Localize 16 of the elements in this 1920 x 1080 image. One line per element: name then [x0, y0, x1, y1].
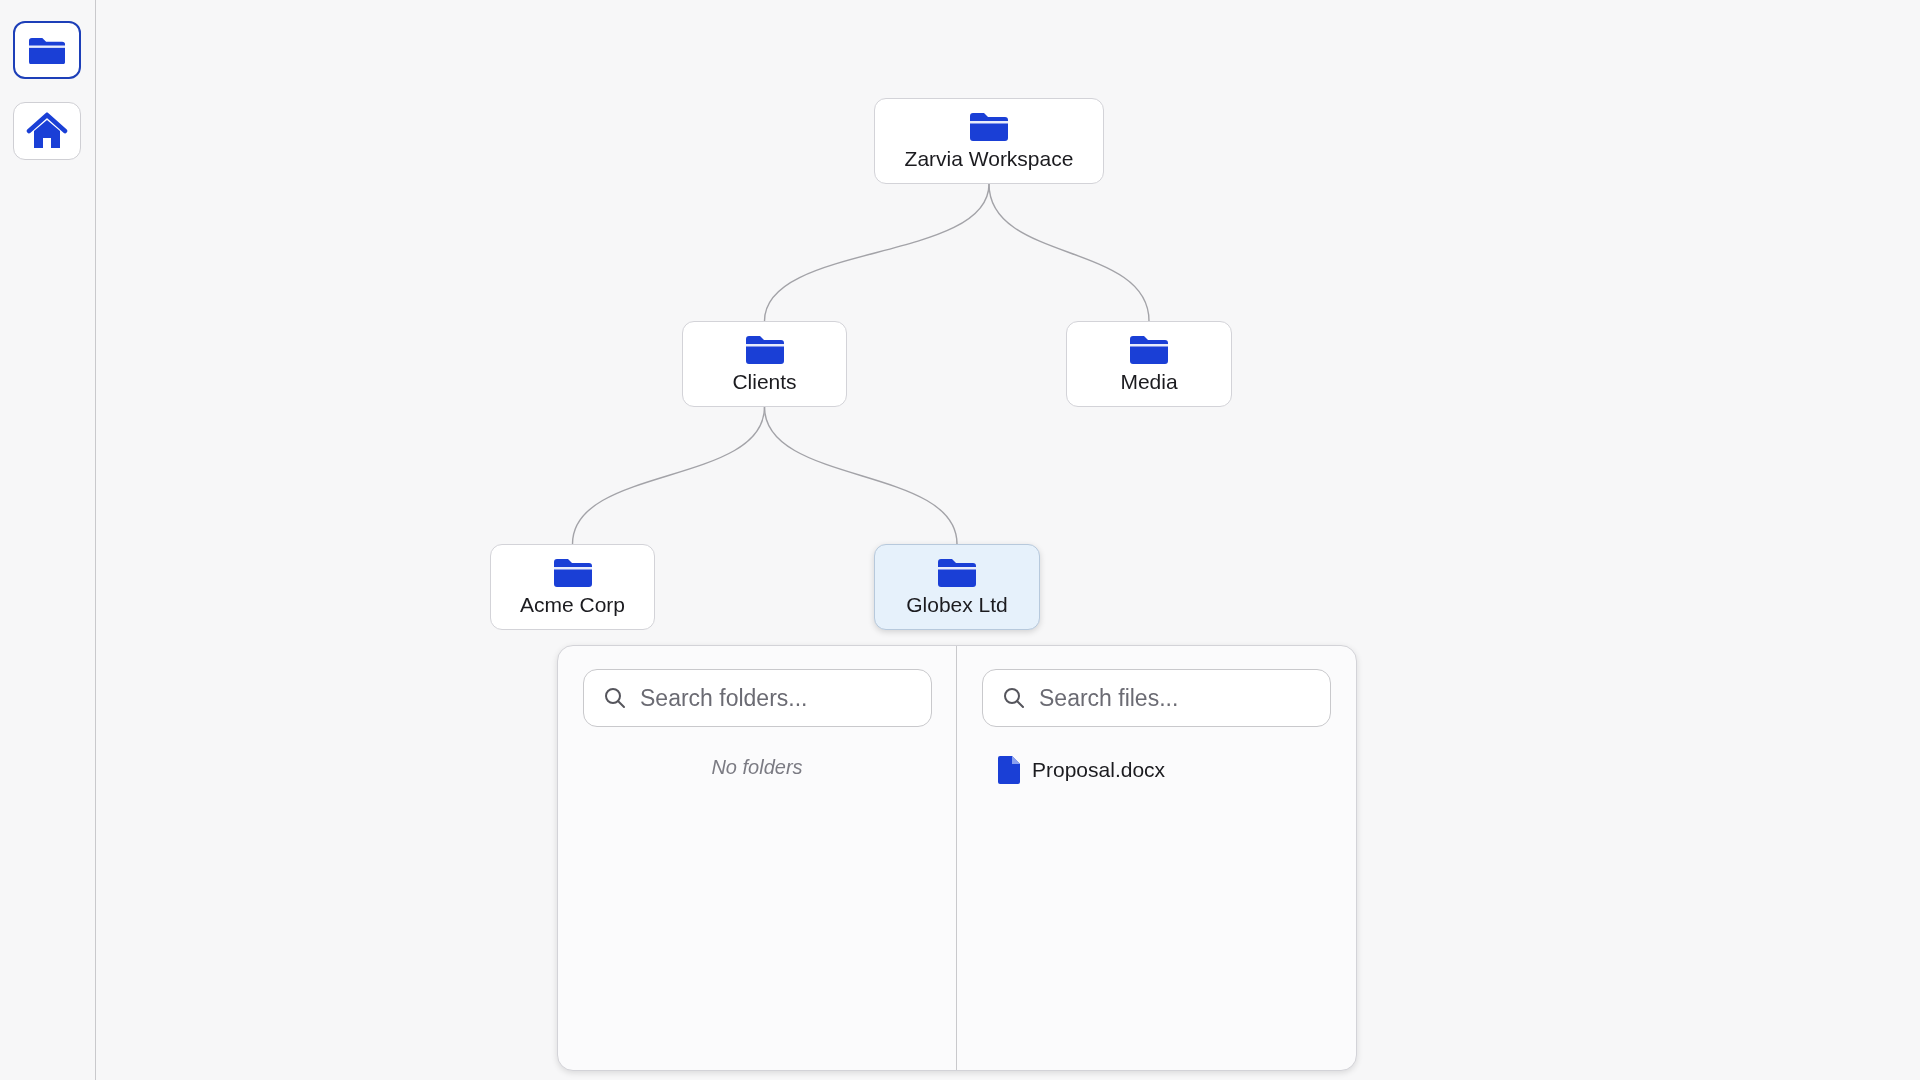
placeholder-text: Search folders... [640, 684, 808, 712]
file-name: Proposal.docx [1032, 758, 1166, 782]
folder-card [682, 321, 847, 407]
folder-name: Media [1120, 370, 1178, 394]
folder-name: Zarvia Workspace [904, 147, 1074, 171]
placeholder-text: Search files... [1039, 684, 1179, 712]
folder-card [874, 98, 1104, 184]
folder-name: Acme Corp [520, 593, 625, 617]
empty-message: No folders [710, 756, 804, 779]
folder-card [874, 544, 1040, 630]
folder-name: Clients [732, 370, 797, 394]
folder-card [1066, 321, 1232, 407]
folder-card [490, 544, 655, 630]
folder-name: Globex Ltd [906, 593, 1008, 617]
tree-connector [988, 183, 1150, 322]
tree-connector [763, 406, 958, 545]
